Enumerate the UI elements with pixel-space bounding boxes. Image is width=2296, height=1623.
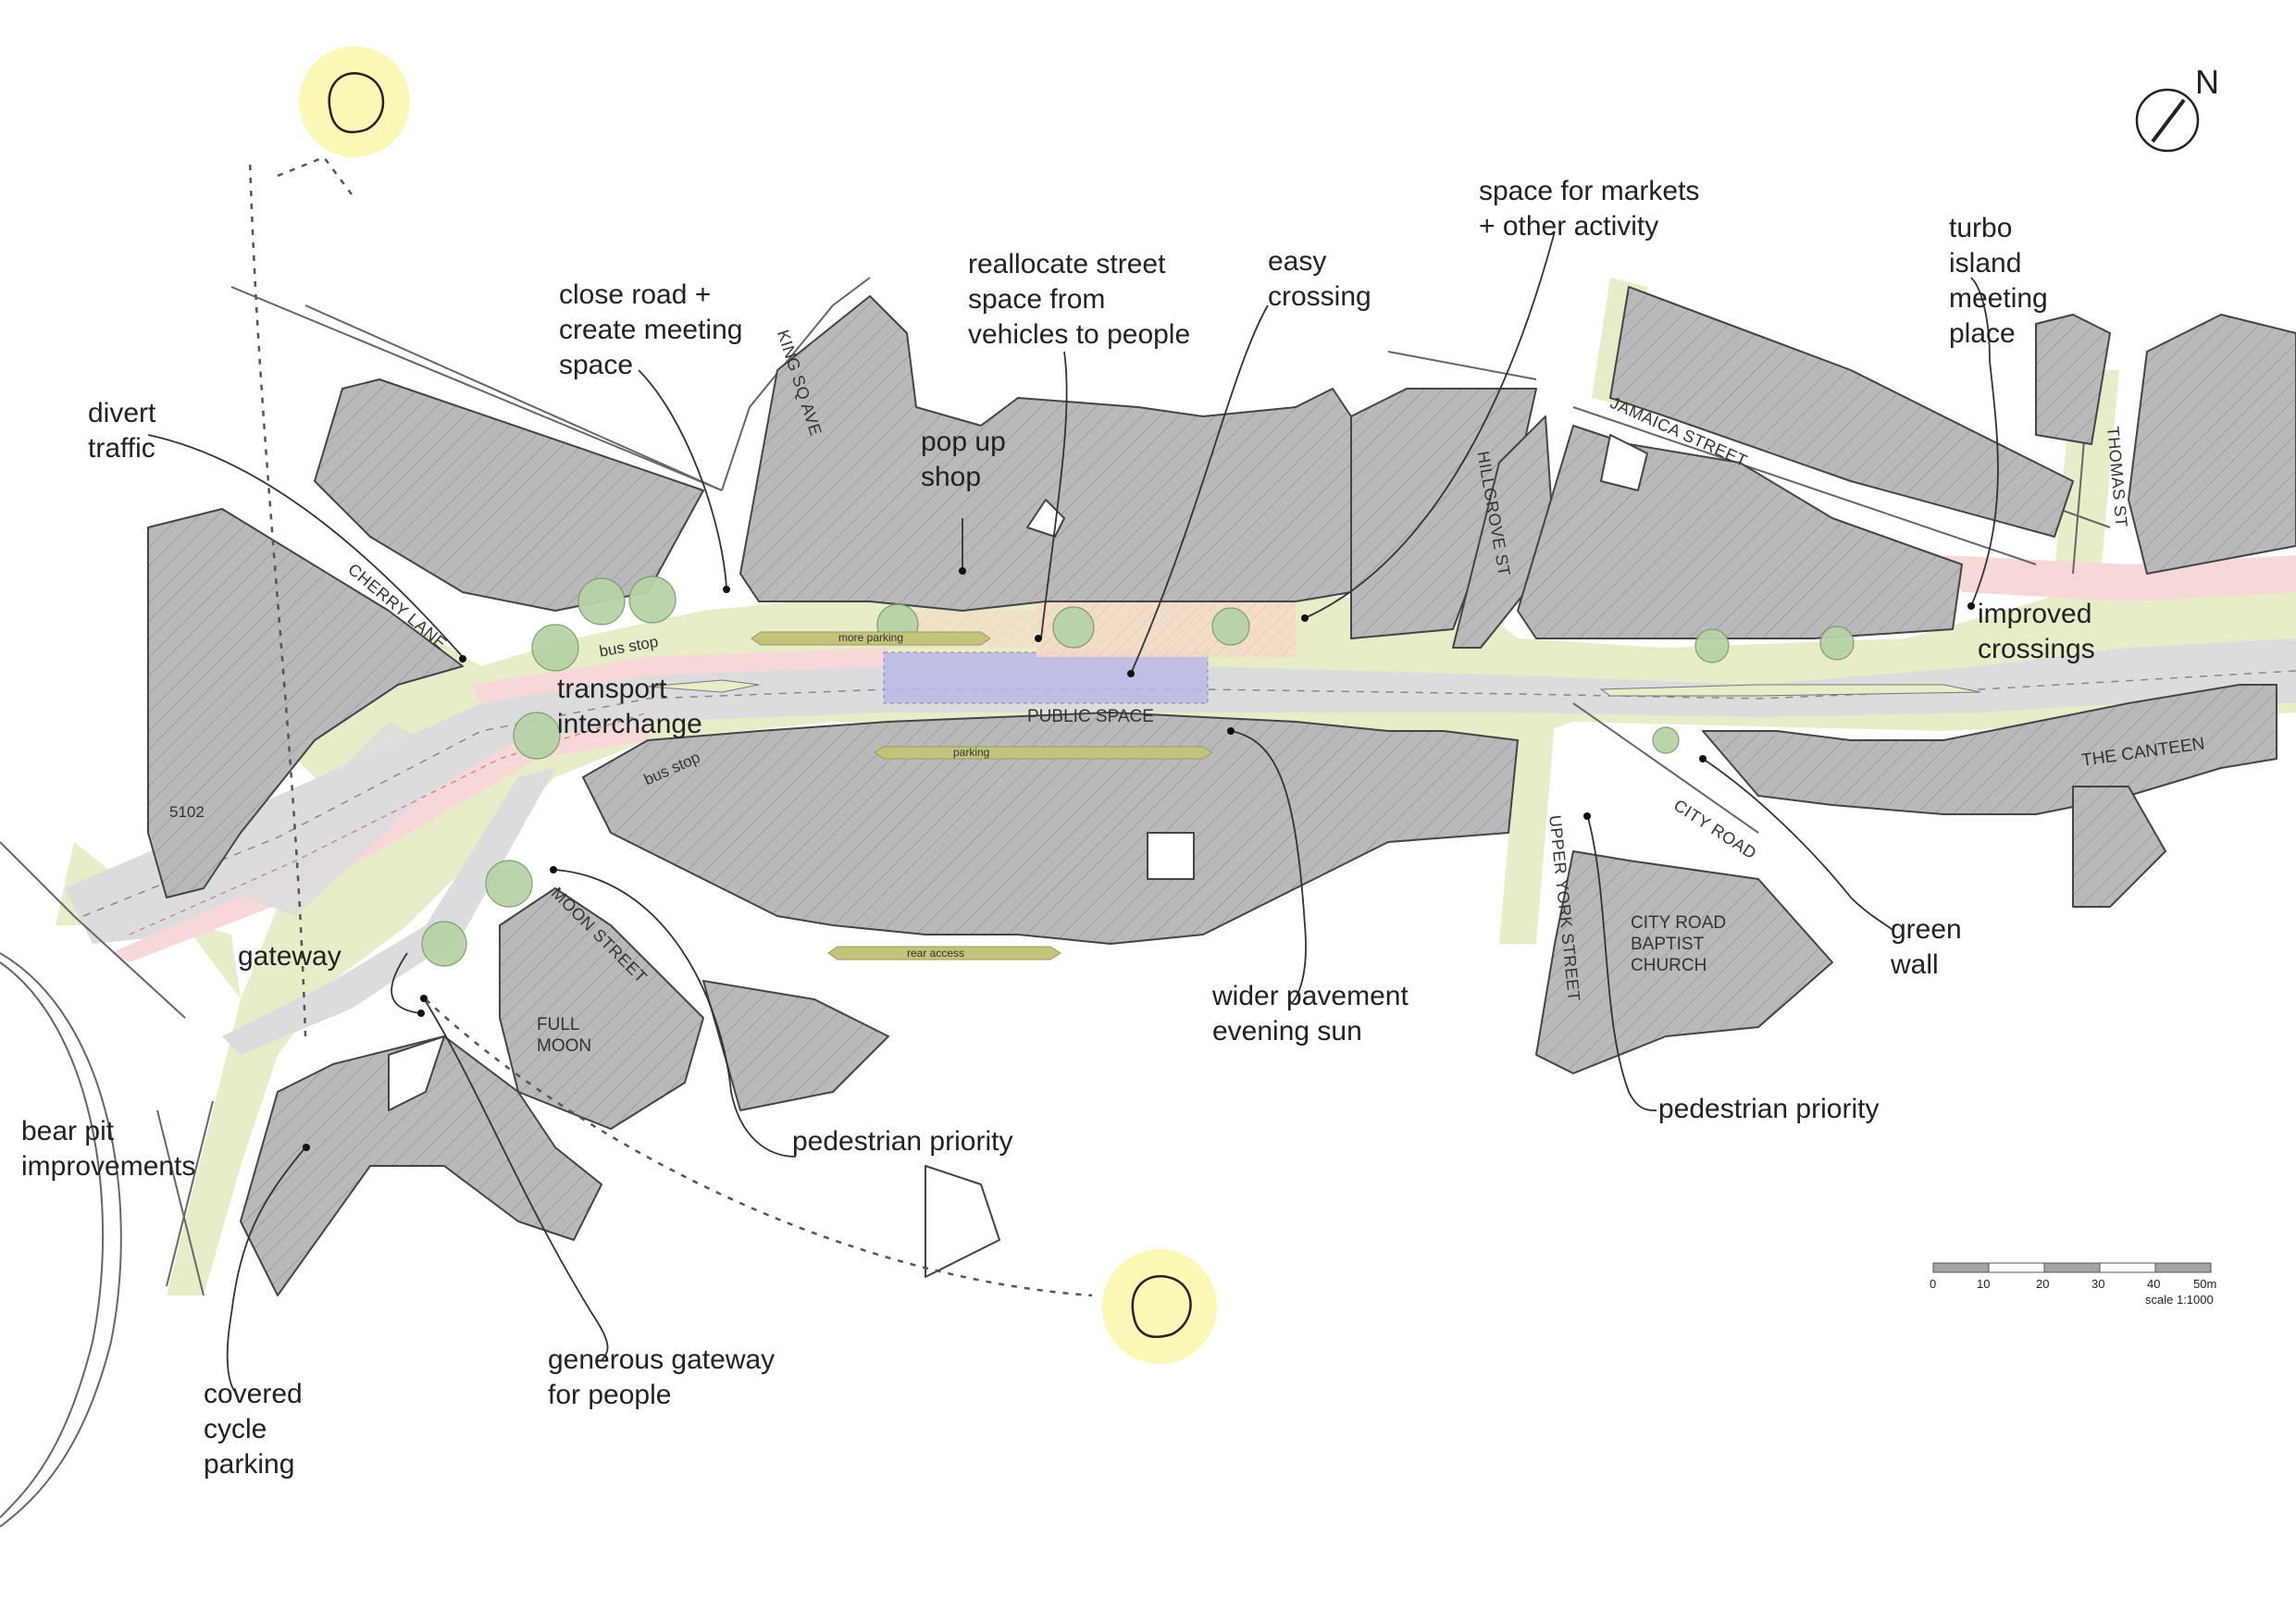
label-full-moon: FULL MOON bbox=[537, 1015, 592, 1056]
north-label: N bbox=[2195, 63, 2219, 101]
scale-bar bbox=[1932, 1262, 2212, 1273]
north-arrow-icon bbox=[2135, 88, 2200, 153]
annotation-bear-pit: bear pit improvements bbox=[21, 1116, 196, 1182]
label-building-number: 5102 bbox=[169, 803, 205, 821]
annotation-gateway: gateway bbox=[238, 941, 341, 972]
scale-tick-30: 30 bbox=[2091, 1277, 2105, 1291]
scale-tick-20: 20 bbox=[2036, 1277, 2050, 1291]
roads bbox=[65, 555, 2296, 1055]
sun-bottom-icon bbox=[1131, 1275, 1192, 1339]
tag-rear-access: rear access bbox=[907, 947, 965, 960]
annotation-easy-crossing: easy crossing bbox=[1268, 246, 1371, 312]
annotation-transport-interchange: transport interchange bbox=[557, 674, 702, 739]
sun-top bbox=[299, 46, 410, 157]
annotation-divert-traffic: divert traffic bbox=[88, 398, 156, 464]
annotation-wider-pavement: wider pavement evening sun bbox=[1212, 981, 1409, 1047]
sun-path bbox=[248, 155, 1093, 1297]
annotation-pop-up-shop: pop up shop bbox=[921, 427, 1006, 492]
annotation-close-road: close road + create meeting space bbox=[559, 279, 743, 380]
annotation-pedestrian-priority-1: pedestrian priority bbox=[792, 1126, 1013, 1157]
label-baptist-church: CITY ROAD BAPTIST CHURCH bbox=[1631, 913, 1727, 975]
annotation-generous-gateway: generous gateway for people bbox=[548, 1344, 776, 1410]
tag-parking: parking bbox=[953, 746, 990, 759]
buildings bbox=[147, 286, 2296, 1296]
tag-more-parking: more parking bbox=[838, 631, 904, 644]
scale-ratio: scale 1:1000 bbox=[2145, 1293, 2214, 1307]
annotation-markets: space for markets + other activity bbox=[1479, 176, 1700, 242]
sun-bottom bbox=[1102, 1249, 1217, 1364]
annotation-green-wall: green wall bbox=[1891, 914, 1962, 980]
leader-lines bbox=[147, 230, 1999, 1394]
annotation-reallocate: reallocate street space from vehicles to… bbox=[968, 249, 1191, 350]
parking-tags bbox=[751, 631, 1213, 960]
label-public-space: PUBLIC SPACE bbox=[1027, 707, 1154, 726]
sun-top-icon bbox=[328, 71, 385, 134]
scale-tick-0: 0 bbox=[1930, 1277, 1937, 1291]
leader-dots bbox=[303, 567, 1975, 1151]
scale-tick-40: 40 bbox=[2147, 1277, 2161, 1291]
annotation-improved-crossings: improved crossings bbox=[1978, 599, 2095, 664]
annotation-covered-cycle: covered cycle parking bbox=[204, 1379, 303, 1480]
scale-tick-10: 10 bbox=[1977, 1277, 1991, 1291]
scale-tick-50: 50m bbox=[2193, 1277, 2217, 1291]
annotation-pedestrian-priority-2: pedestrian priority bbox=[1658, 1094, 1880, 1124]
annotation-turbo-island: turbo island meeting place bbox=[1949, 213, 2048, 349]
